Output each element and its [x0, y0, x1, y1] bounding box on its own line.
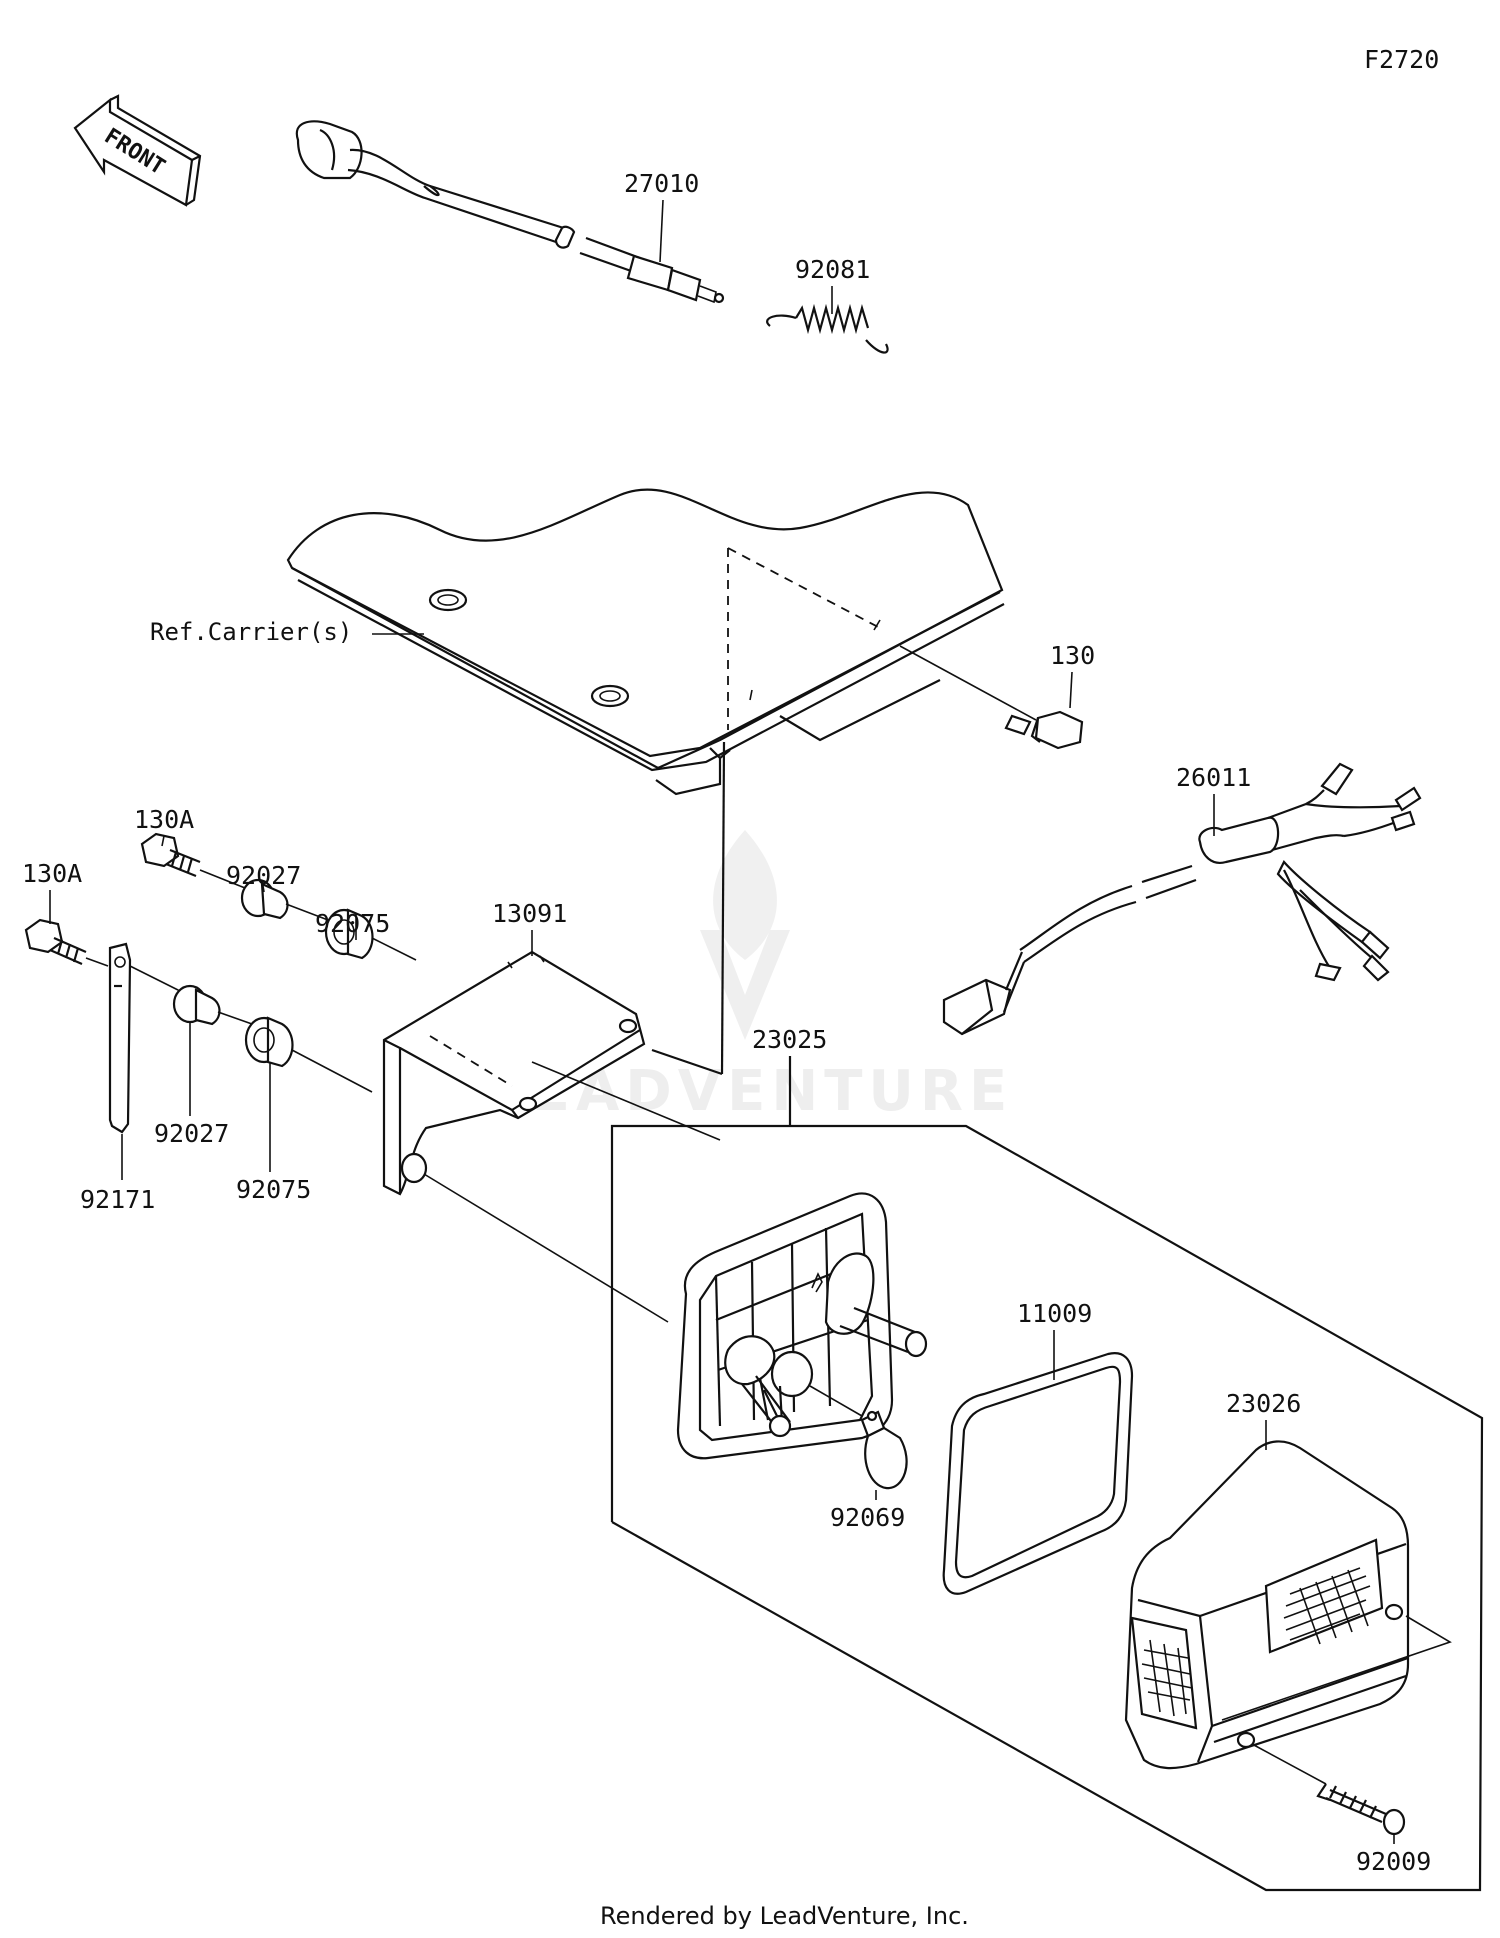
- spring-92081: [766, 303, 889, 354]
- bracket-13091: [382, 741, 726, 1196]
- label-130: 130: [1050, 641, 1095, 670]
- bulb-92069: [809, 1385, 908, 1490]
- lens-cover-23026: [1124, 1440, 1452, 1770]
- grommet-92075-upper: [324, 908, 417, 961]
- footer-credit: Rendered by LeadVenture, Inc.: [600, 1902, 969, 1930]
- gasket-11009: [942, 1352, 1134, 1595]
- label-27010: 27010: [624, 169, 699, 198]
- lamp-base: [676, 1192, 928, 1460]
- switch-27010: [295, 120, 725, 304]
- label-92009: 92009: [1356, 1847, 1431, 1876]
- grommet-92075-lower: [244, 1016, 373, 1093]
- label-ref-carrier: Ref.Carrier(s): [150, 618, 352, 646]
- label-92081: 92081: [795, 255, 870, 284]
- harness-26011: [942, 762, 1422, 1036]
- strip-92171: [108, 942, 179, 1134]
- label-92075-upper: 92075: [315, 909, 390, 938]
- label-23026: 23026: [1226, 1389, 1301, 1418]
- label-23025: 23025: [752, 1025, 827, 1054]
- label-92069: 92069: [830, 1503, 905, 1532]
- collar-92027-upper: [239, 878, 329, 921]
- assembly-23025-outline: [610, 1056, 1484, 1892]
- bolt-130a-upper: [140, 832, 241, 887]
- carrier-plate: [286, 488, 1005, 796]
- label-13091: 13091: [492, 899, 567, 928]
- screw-92009: [1251, 1743, 1406, 1836]
- label-92027-lower: 92027: [154, 1119, 229, 1148]
- label-26011: 26011: [1176, 763, 1251, 792]
- label-92171: 92171: [80, 1185, 155, 1214]
- label-11009: 11009: [1017, 1299, 1092, 1328]
- label-92075-lower: 92075: [236, 1175, 311, 1204]
- bolt-130: [899, 645, 1084, 750]
- label-130a-left: 130A: [22, 859, 82, 888]
- collar-92027-lower: [172, 984, 253, 1026]
- bolt-130a-left: [24, 918, 109, 967]
- label-130a-upper: 130A: [134, 805, 194, 834]
- leader-bracket-lamp: [423, 1173, 669, 1323]
- front-arrow-icon: FRONT: [73, 94, 202, 207]
- diagram-code: F2720: [1364, 45, 1439, 74]
